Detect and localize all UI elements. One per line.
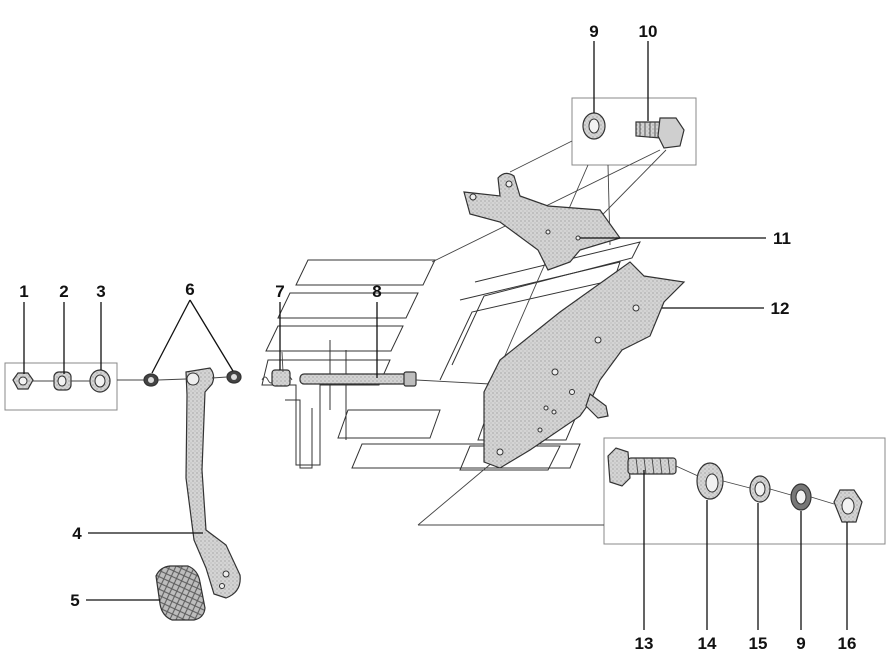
bushing-part-6-right <box>226 370 242 384</box>
washer-part-14 <box>696 462 724 500</box>
washer-part-2 <box>53 371 72 391</box>
spring-part-7 <box>261 351 293 387</box>
callout-9-top: 9 <box>589 22 598 41</box>
callout-1: 1 <box>19 282 28 301</box>
inset-frame-bolt-washer <box>571 97 697 166</box>
callout-7: 7 <box>275 282 284 301</box>
callout-3: 3 <box>96 282 105 301</box>
callout-6: 6 <box>185 280 194 299</box>
callout-10: 10 <box>639 22 658 41</box>
washer-part-9-top <box>582 112 606 140</box>
callout-4: 4 <box>72 524 82 543</box>
callout-leaders <box>23 41 848 630</box>
washer-part-9-bottom <box>790 483 812 511</box>
callout-9-bottom: 9 <box>796 634 805 653</box>
callout-15: 15 <box>749 634 768 653</box>
inset-frame-nut-washers <box>4 362 118 411</box>
callout-13: 13 <box>635 634 654 653</box>
pedal-pad-part-5 <box>155 565 206 621</box>
bolt-part-13 <box>607 447 677 487</box>
callout-2: 2 <box>59 282 68 301</box>
bolt-part-10 <box>635 117 685 149</box>
callout-14: 14 <box>698 634 717 653</box>
hex-nut-part-1 <box>12 372 34 390</box>
callout-5: 5 <box>70 591 79 610</box>
inset-frame-bolt-kit <box>603 437 886 545</box>
pedal-lever-part-4 <box>185 367 241 599</box>
callout-12: 12 <box>771 299 790 318</box>
callout-labels: 1 2 3 4 5 6 7 8 9 10 11 12 13 14 15 9 16 <box>19 22 856 653</box>
washer-part-15 <box>749 475 771 503</box>
washer-part-3 <box>89 369 111 393</box>
upper-bracket-part-11 <box>463 172 621 271</box>
bushing-part-6-left <box>143 373 159 387</box>
callout-8: 8 <box>372 282 381 301</box>
callout-16: 16 <box>838 634 857 653</box>
callout-11: 11 <box>773 229 791 248</box>
main-bracket-part-12 <box>483 261 686 469</box>
hex-nut-part-16 <box>833 489 863 523</box>
